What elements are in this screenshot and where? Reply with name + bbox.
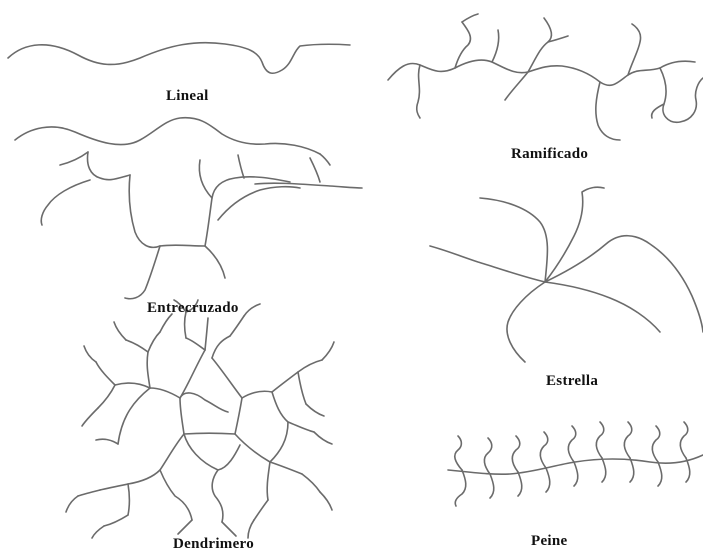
label-entrecruzado: Entrecruzado [147, 300, 239, 317]
label-estrella: Estrella [546, 373, 598, 390]
label-peine: Peine [531, 533, 568, 550]
ramificado-polymer [388, 14, 703, 140]
peine-polymer [448, 422, 703, 506]
label-ramificado: Ramificado [511, 146, 588, 163]
estrella-polymer [430, 187, 703, 362]
label-lineal: Lineal [166, 88, 209, 105]
dendrimero-polymer [66, 300, 334, 538]
entrecruzado-polymer [15, 118, 362, 299]
label-dendrimero: Dendrimero [173, 536, 254, 553]
lineal-polymer [8, 43, 350, 74]
